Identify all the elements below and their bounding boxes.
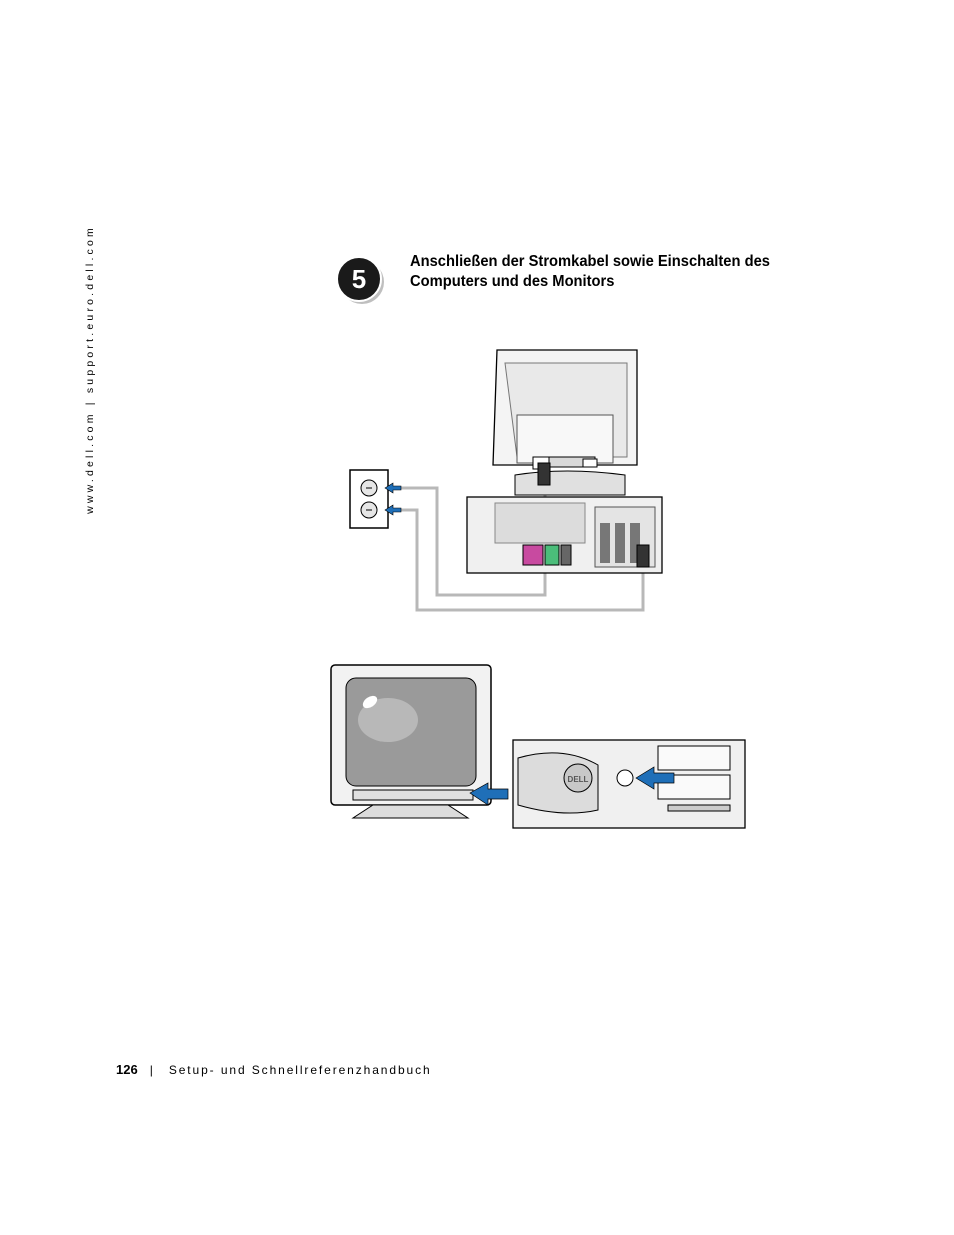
step-title: Anschließen der Stromkabel sowie Einscha… — [410, 252, 778, 292]
page-number: 126 — [116, 1062, 138, 1077]
sidebar-url: www.dell.com | support.euro.dell.com — [84, 225, 96, 514]
computer-rear — [466, 496, 663, 574]
monitor-rear — [492, 349, 638, 496]
monitor-power-plug — [537, 462, 551, 486]
power-button-arrow-icons — [469, 766, 675, 806]
power-cable-connection-illustration — [345, 345, 675, 615]
power-on-illustration: DELL — [328, 660, 748, 830]
dell-logo: DELL — [568, 775, 589, 784]
computer-power-button — [616, 769, 634, 787]
monitor-front — [330, 664, 492, 819]
step-number: 5 — [352, 264, 366, 294]
step-number-badge: 5 — [335, 255, 387, 307]
plug-arrow-icons — [384, 482, 402, 516]
footer-separator: | — [149, 1062, 153, 1077]
page-footer: 126 | Setup- und Schnellreferenzhandbuch — [116, 1062, 432, 1077]
wall-outlet — [349, 469, 389, 529]
step-title-line-2: Computers und des Monitors — [410, 273, 615, 290]
book-title: Setup- und Schnellreferenzhandbuch — [168, 1062, 432, 1077]
step-title-line-1: Anschließen der Stromkabel sowie Einscha… — [410, 253, 770, 270]
computer-front: DELL — [512, 739, 746, 829]
